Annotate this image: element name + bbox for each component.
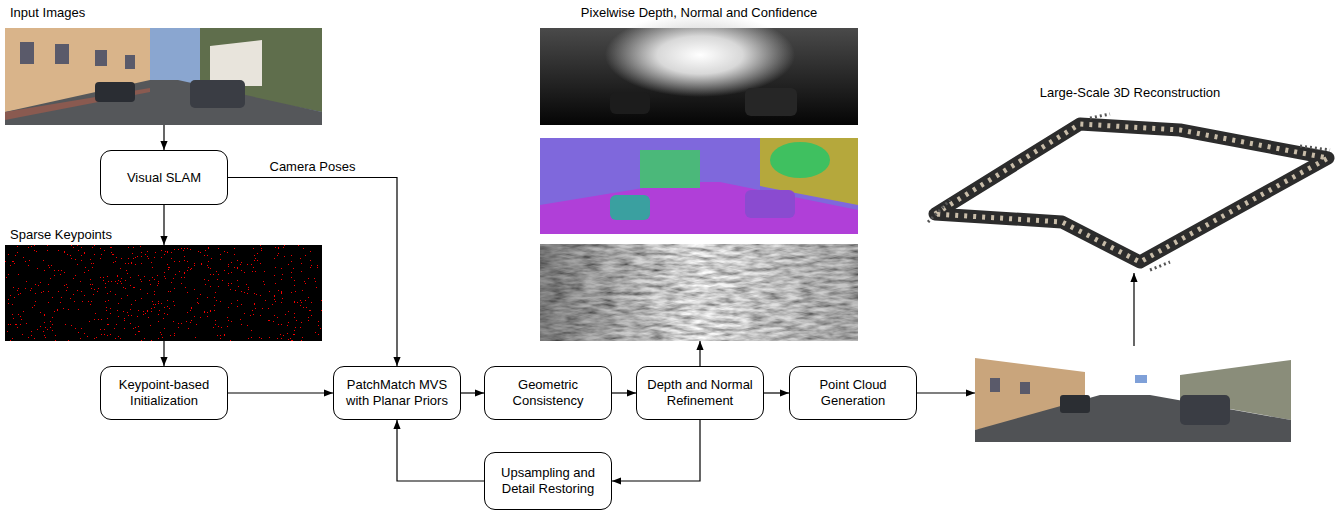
process-box: Depth and Normal Refinement <box>636 366 764 420</box>
cloud-loop <box>935 124 1328 262</box>
window <box>990 378 1000 392</box>
sky <box>5 28 322 125</box>
arrow-line <box>917 392 975 393</box>
reconstruction-cloud <box>928 114 1330 270</box>
cloud-facades <box>935 124 1328 262</box>
image-frame <box>5 245 322 341</box>
connector-arrow <box>228 178 397 367</box>
window <box>125 55 135 69</box>
car <box>190 80 245 108</box>
window <box>95 50 107 66</box>
connector-arrow <box>461 392 484 393</box>
box-text: Visual SLAM <box>127 170 201 186</box>
car <box>1060 395 1090 413</box>
input-image <box>5 28 322 125</box>
keypoints <box>5 245 322 341</box>
depth-far <box>605 13 795 97</box>
sky-patch <box>1135 375 1147 383</box>
normal-patch <box>770 142 830 178</box>
image-panel: Large-Scale 3D Reconstruction <box>925 84 1335 272</box>
image-frame <box>540 28 858 341</box>
confidence-image <box>540 244 858 341</box>
image-frame <box>5 28 322 125</box>
connector-arrow <box>699 341 700 366</box>
car-depth <box>610 92 650 114</box>
pointcloud-image <box>975 346 1291 442</box>
box-text: Point Cloud Generation <box>796 377 910 409</box>
image-ground <box>975 346 1291 442</box>
image-heading: Input Images <box>10 4 85 21</box>
window <box>1020 382 1030 394</box>
image-frame <box>925 108 1335 272</box>
window <box>55 44 69 64</box>
arrow-line <box>1133 273 1134 346</box>
box-text: PatchMatch MVS with Planar Priors <box>340 377 454 409</box>
depth-image <box>540 13 858 125</box>
image-heading: Large-Scale 3D Reconstruction <box>925 84 1335 101</box>
image-heading: Pixelwise Depth, Normal and Confidence <box>540 4 858 21</box>
box-text: Upsampling and Detail Restoring <box>491 465 605 497</box>
car <box>1180 395 1230 425</box>
house <box>210 40 262 86</box>
car <box>95 82 135 102</box>
image-ground <box>5 245 322 341</box>
keypoint-image <box>5 245 322 341</box>
image-panel: Sparse Keypoints <box>5 226 322 341</box>
process-box: Point Cloud Generation <box>789 366 917 420</box>
window <box>20 42 34 64</box>
process-box: Visual SLAM <box>100 150 228 205</box>
box-text: Keypoint-based Initialization <box>107 377 221 409</box>
confidence-shade <box>540 244 858 341</box>
cloud-scatter <box>928 114 1330 270</box>
connector-arrow <box>764 392 789 393</box>
process-box: Upsampling and Detail Restoring <box>484 452 612 510</box>
confidence-noise <box>540 244 858 341</box>
process-box: Geometric Consistency <box>484 366 612 420</box>
box-text: Depth and Normal Refinement <box>643 377 757 409</box>
process-box: Keypoint-based Initialization <box>100 366 228 420</box>
normal-car <box>610 195 650 220</box>
road <box>975 395 1291 442</box>
car-depth <box>745 88 797 116</box>
connector-arrow <box>612 392 636 393</box>
connector-arrow <box>228 392 333 393</box>
road <box>5 80 322 125</box>
connector-arrow <box>163 341 164 366</box>
connector-arrow <box>163 125 164 150</box>
connector-arrow <box>397 420 484 481</box>
normal-car <box>745 190 795 218</box>
image-panel: Pixelwise Depth, Normal and Confidence <box>540 4 858 341</box>
box-text: Geometric Consistency <box>491 377 605 409</box>
normal-image <box>540 138 858 234</box>
normal-ground <box>540 138 858 234</box>
image-heading: Sparse Keypoints <box>10 226 112 243</box>
edge-label: Camera Poses <box>268 159 358 175</box>
process-box: PatchMatch MVS with Planar Priors <box>333 366 461 420</box>
image-panel: Input Images <box>5 4 322 125</box>
normal-patch <box>640 150 700 188</box>
connector-arrow <box>612 420 700 481</box>
connector-arrow <box>163 205 164 245</box>
